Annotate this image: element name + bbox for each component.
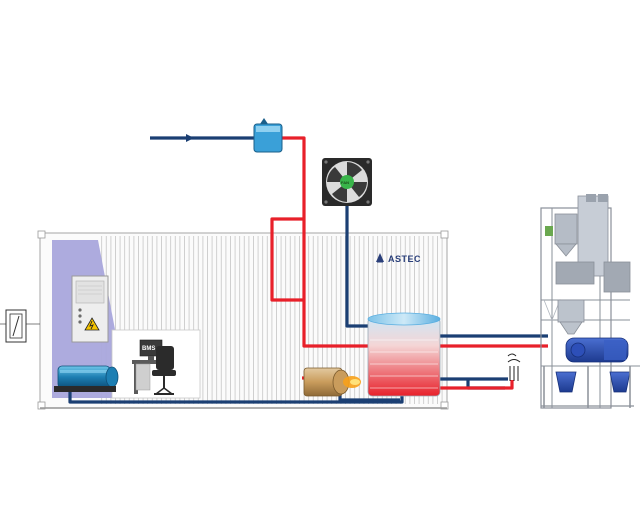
heat-exchanger-tank xyxy=(367,312,441,397)
hot-water-pipes xyxy=(270,136,548,390)
fan-label: FAN xyxy=(341,180,349,185)
expansion-tank xyxy=(253,118,283,153)
electrical-cabinet xyxy=(71,275,109,343)
fan-icon: FAN xyxy=(327,162,367,202)
bms-label: BMS xyxy=(142,346,155,352)
burner xyxy=(303,367,361,397)
thermal-coil xyxy=(507,353,521,381)
wall-switch xyxy=(0,309,40,343)
arrow-right-icon xyxy=(186,134,194,142)
high-voltage-warning-icon xyxy=(84,317,100,331)
bms-workstation: BMS xyxy=(132,339,176,395)
asphalt-plant xyxy=(540,194,640,409)
cooling-fan: FAN xyxy=(322,158,372,206)
brand-name: ASTEC xyxy=(388,254,421,264)
office-chair xyxy=(152,346,176,395)
burner-flame-icon xyxy=(343,376,361,388)
circulation-pump xyxy=(54,365,119,392)
brand-logo: ASTEC xyxy=(376,253,421,264)
